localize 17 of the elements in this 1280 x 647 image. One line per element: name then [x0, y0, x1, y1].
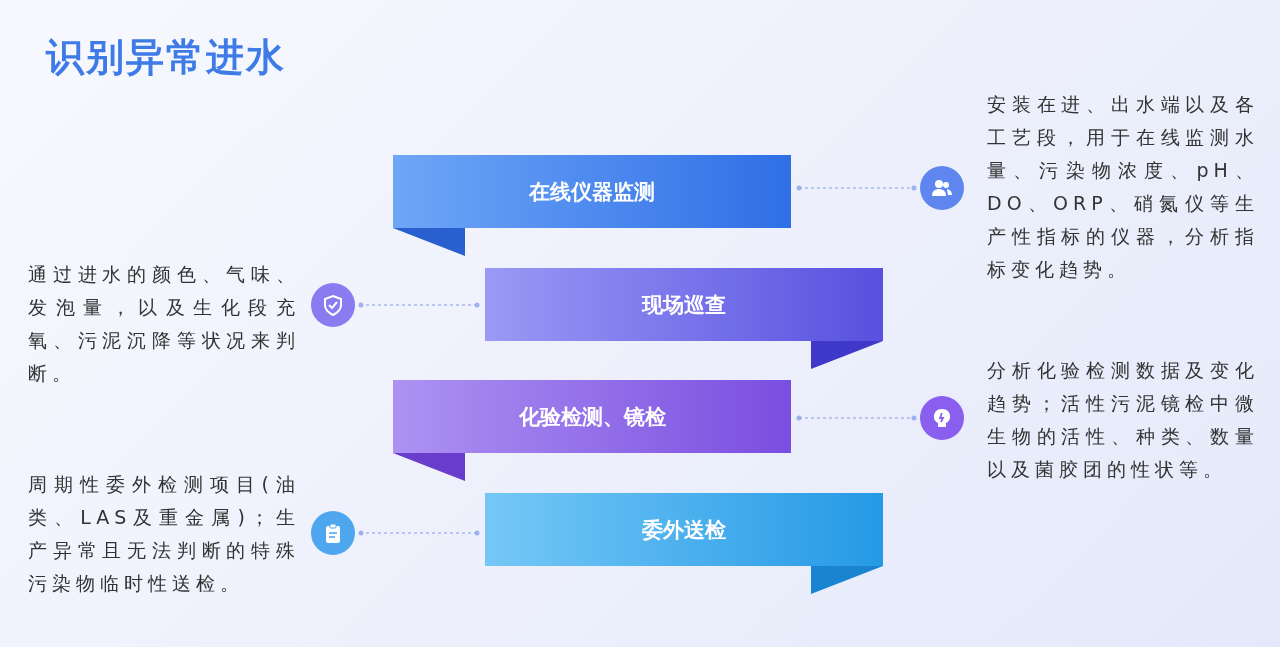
- dashed-connector: [358, 530, 480, 536]
- dashed-connector: [796, 185, 917, 191]
- ribbon-banner: 化验检测、镜检: [393, 380, 791, 453]
- description-text: 通过进水的颜色、气味、发泡量，以及生化段充氧、污泥沉降等状况来判断。: [28, 262, 300, 386]
- icon-badge: [920, 166, 964, 210]
- title: 识别异常进水: [46, 34, 286, 81]
- description-text: 周期性委外检测项目(油类、LAS及重金属)；生产异常且无法判断的特殊污染物临时性送检。: [28, 472, 300, 596]
- dashed-connector: [796, 415, 917, 421]
- ribbon-banner: 现场巡查: [485, 268, 883, 341]
- ribbon-banner: 委外送检: [485, 493, 883, 566]
- ribbon-banner: 在线仪器监测: [393, 155, 791, 228]
- description-text: 安装在进、出水端以及各工艺段，用于在线监测水量、污染物浓度、pH、DO、ORP、硝氮仪等生产性指标的仪器，分析指标变化趋势。: [987, 92, 1259, 282]
- description-text: 分析化验检测数据及变化趋势；活性污泥镜检中微生物的活性、种类、数量以及菌胶团的性状等。: [987, 358, 1259, 482]
- icon-badge: [920, 396, 964, 440]
- icon-badge: [311, 511, 355, 555]
- dashed-connector: [358, 302, 480, 308]
- icon-badge: [311, 283, 355, 327]
